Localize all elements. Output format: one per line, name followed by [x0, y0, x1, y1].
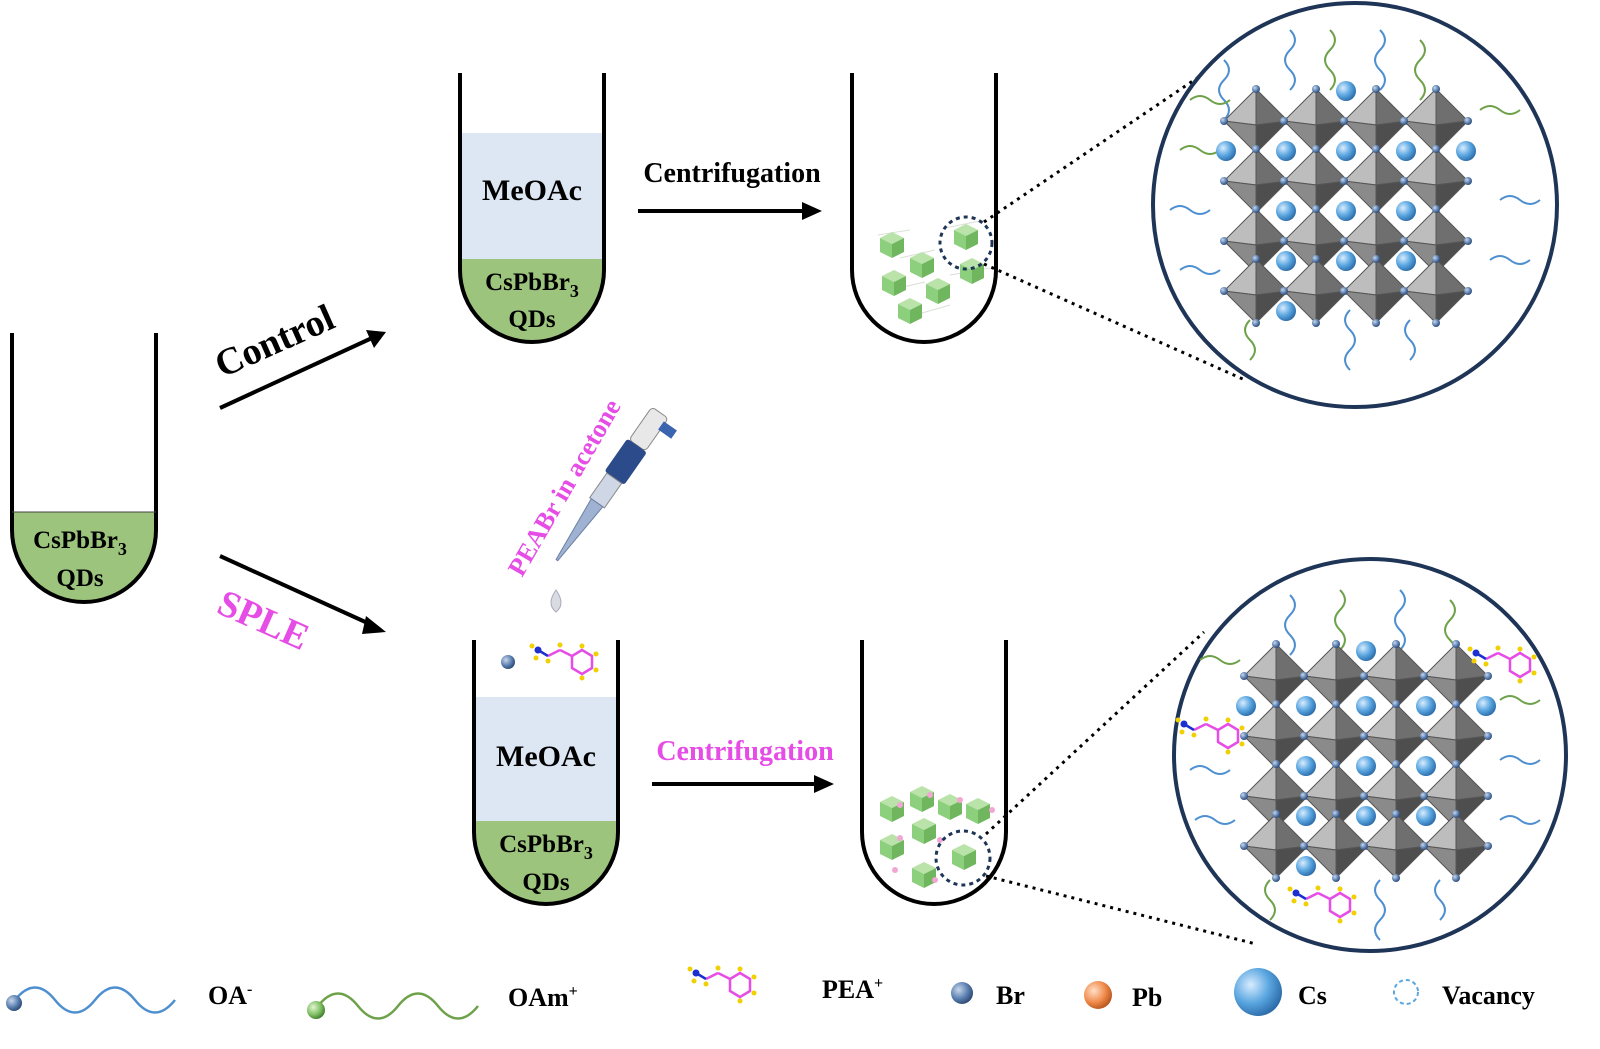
legend-cs-label: Cs	[1298, 981, 1327, 1010]
zoom-circle-sple	[1172, 557, 1568, 953]
sple-arrow: SPLE	[211, 554, 386, 659]
legend-br-label: Br	[996, 981, 1025, 1010]
legend-oam-label: OAm+	[508, 983, 578, 1012]
legend-pea: PEA+	[686, 964, 883, 1005]
centrifugation-label-top: Centrifugation	[643, 158, 821, 189]
control-product-tube	[850, 73, 998, 344]
start-tube-label-1: CsPbBr3	[33, 527, 127, 559]
legend-oam: OAm+	[307, 983, 578, 1020]
centrifugation-arrow-top: Centrifugation	[638, 158, 822, 220]
legend: OA- OAm+ PEA+ Br Pb Cs Vacancy	[6, 964, 1535, 1020]
start-tube-label-2: QDs	[56, 565, 104, 592]
pea-molecule-icon	[686, 964, 758, 1005]
qd-label-top-2: QDs	[508, 306, 556, 333]
meoac-label-bottom: MeOAc	[496, 740, 596, 773]
start-tube: CsPbBr3 QDs	[10, 333, 158, 604]
qd-label-top-1: CsPbBr3	[485, 269, 579, 301]
zoom-highlight-top	[938, 215, 994, 271]
zoom-circle-control	[1151, 1, 1559, 409]
centrifugation-label-bottom: Centrifugation	[656, 736, 834, 767]
pipette-icon	[555, 407, 677, 562]
qd-label-bottom-2: QDs	[522, 869, 570, 896]
control-arrow: Control	[209, 297, 386, 410]
control-mixing-tube: MeOAc CsPbBr3 QDs	[458, 73, 606, 344]
qd-label-bottom-1: CsPbBr3	[499, 831, 593, 863]
legend-vacancy-label: Vacancy	[1442, 981, 1535, 1010]
legend-oa-label: OA-	[208, 981, 252, 1010]
centrifugation-arrow-bottom: Centrifugation	[652, 736, 834, 793]
legend-vacancy: Vacancy	[1393, 979, 1535, 1010]
control-label: Control	[209, 297, 341, 387]
legend-br: Br	[951, 981, 1025, 1010]
legend-cs: Cs	[1234, 968, 1327, 1016]
legend-pb-label: Pb	[1132, 983, 1162, 1012]
sple-product-tube	[860, 640, 1008, 906]
legend-pea-label: PEA+	[822, 975, 883, 1004]
sple-mixing-tube: MeOAc CsPbBr3 QDs	[472, 640, 620, 906]
zoom-highlight-bottom	[934, 829, 992, 887]
legend-pb: Pb	[1084, 981, 1162, 1012]
meoac-label-top: MeOAc	[482, 174, 582, 207]
legend-oa: OA-	[6, 981, 252, 1014]
droplet-icon	[550, 589, 562, 613]
